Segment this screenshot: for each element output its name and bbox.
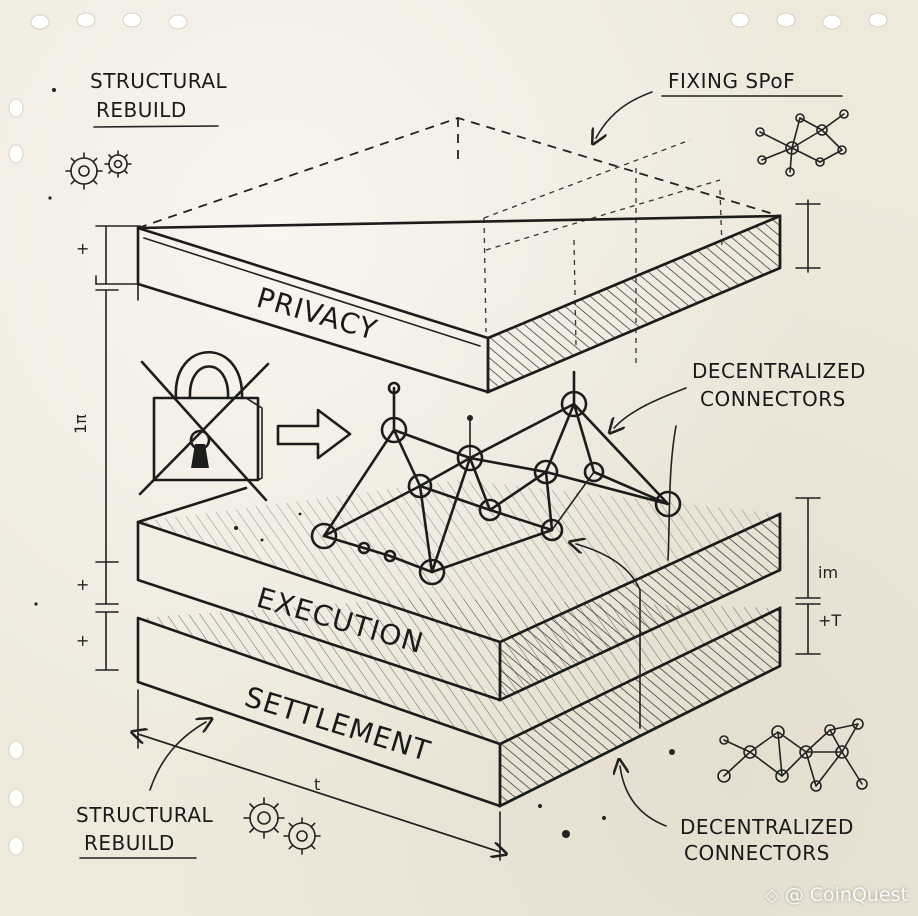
gear-icon <box>283 817 321 855</box>
gear-icon <box>65 152 103 190</box>
connector-line <box>667 425 677 561</box>
dim-bottom: t <box>314 775 320 794</box>
bottom-left-label-line2: REBUILD <box>84 831 175 855</box>
watermark-text: @ CoinQuest <box>784 884 908 906</box>
top-left-label-line2: REBUILD <box>96 98 187 122</box>
dim-right-upper: im <box>818 563 838 582</box>
gear-icon <box>243 797 285 839</box>
decentralized-connectors-label-line2: CONNECTORS <box>700 387 846 411</box>
top-left-label-line1: STRUCTURAL <box>90 69 228 93</box>
arrow-right-icon <box>276 408 352 460</box>
dim-right-lower: +T <box>818 611 841 630</box>
diamond-logo-icon: ◇ <box>764 884 779 906</box>
fixing-spof-label: FIXING SPoF <box>668 69 795 93</box>
bottom-right-label-line1: DECENTRALIZED <box>680 815 854 839</box>
notebook-holes-top <box>30 12 888 30</box>
dim-left-main: 1π <box>71 414 90 434</box>
connector-arrow-lower <box>576 544 641 729</box>
left-dimension-lines <box>95 225 141 671</box>
crossed-lock-icon <box>138 350 270 502</box>
privacy-label: PRIVACY <box>253 281 381 347</box>
gear-icon <box>104 150 132 178</box>
notebook-holes-left <box>8 98 24 856</box>
decentralized-connectors-label-line1: DECENTRALIZED <box>692 359 866 383</box>
watermark: ◇ @ CoinQuest <box>765 884 908 906</box>
network-icon <box>717 718 868 792</box>
bottom-right-label-line2: CONNECTORS <box>684 841 830 865</box>
dim-left-top: + <box>76 239 89 258</box>
bottom-dimension-line <box>138 689 500 861</box>
right-dimension-lines <box>795 199 821 655</box>
network-icon <box>755 109 849 177</box>
connector-arrow-upper <box>614 387 687 428</box>
bottom-left-label-line1: STRUCTURAL <box>76 803 214 827</box>
fixing-spof-arrow <box>596 91 653 138</box>
top-left-underline <box>93 125 219 128</box>
decentralized-network <box>310 370 682 586</box>
dim-left-small: + <box>76 575 89 594</box>
privacy-layer: PRIVACY <box>136 117 782 394</box>
ink-specks <box>34 88 675 838</box>
dim-left-bottom: + <box>76 631 89 650</box>
bottom-right-arrow <box>620 766 667 827</box>
bottom-left-arrow <box>149 722 206 791</box>
